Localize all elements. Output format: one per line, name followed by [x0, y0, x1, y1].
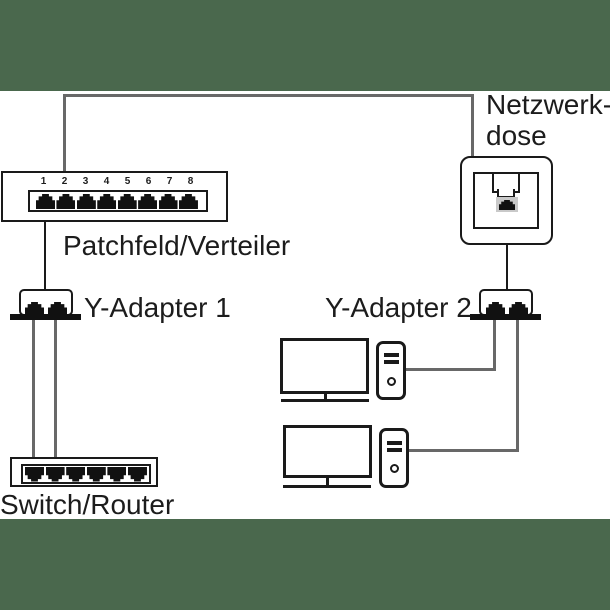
network-socket-label-line2: dose	[486, 119, 547, 151]
rj45-jack-icon	[25, 302, 44, 315]
port-number-2: 2	[61, 176, 68, 187]
tower-vent	[387, 448, 402, 452]
rj45-port-icon	[127, 466, 147, 482]
port-number-4: 4	[103, 176, 110, 187]
cable-adapter2-to-pc2-horizontal	[407, 449, 519, 452]
rj45-jack-icon	[76, 194, 96, 209]
monitor-base	[281, 399, 369, 402]
tower-vent	[384, 353, 399, 357]
monitor-screen	[280, 338, 369, 394]
cable-adapter2-to-pc2-vertical	[516, 319, 519, 452]
port-number-1: 1	[40, 176, 47, 187]
rj45-jack-icon	[117, 194, 137, 209]
monitor-stand	[324, 393, 327, 401]
cable-adapter1-to-switch-port2	[54, 319, 57, 472]
tower-power-button	[387, 377, 396, 386]
pc-tower	[376, 341, 406, 400]
patch-panel-port-strip	[28, 190, 208, 212]
tower-vent	[384, 360, 399, 364]
rj45-jack-icon	[486, 302, 505, 315]
cable-adapter1-to-switch-port1	[32, 319, 35, 472]
background-band-top	[0, 0, 610, 91]
cable-patchpanel-socket-left-drop	[63, 94, 66, 172]
background-band-bottom	[0, 519, 610, 610]
cable-adapter2-to-pc1-horizontal	[404, 368, 496, 371]
rj45-port-icon	[66, 466, 86, 482]
monitor-base	[283, 485, 371, 488]
switch-router-port-strip	[21, 464, 151, 484]
cable-patchpanel-socket-right-drop	[471, 94, 474, 157]
network-socket-jack-slot	[496, 197, 518, 212]
y-adapter-2-label: Y-Adapter 2	[325, 292, 472, 323]
monitor-stand	[326, 477, 329, 486]
switch-router	[10, 457, 158, 487]
port-number-6: 6	[145, 176, 152, 187]
y-adapter-2	[479, 289, 533, 316]
rj45-jack-icon	[97, 194, 117, 209]
rj45-jack-icon	[138, 194, 158, 209]
rj45-jack-icon	[48, 302, 67, 315]
rj45-port-icon	[25, 466, 44, 482]
port-number-8: 8	[187, 176, 194, 187]
monitor-screen	[283, 425, 372, 478]
y-adapter-1-base-bar	[10, 314, 81, 320]
port-number-3: 3	[82, 176, 89, 187]
pc-tower	[379, 428, 409, 488]
rj45-jack-icon	[509, 302, 528, 315]
rj45-port-icon	[86, 466, 106, 482]
patch-panel: 1 2 3 4 5 6 7 8	[1, 171, 228, 222]
cable-adapter2-to-pc1-vertical	[493, 319, 496, 371]
y-adapter-1-label: Y-Adapter 1	[84, 292, 231, 323]
tower-power-button	[390, 464, 399, 473]
y-adapter-1-jacks	[21, 301, 71, 315]
patch-panel-port-numbers: 1 2 3 4 5 6 7 8	[28, 176, 208, 187]
switch-router-label: Switch/Router	[0, 489, 175, 520]
cable-patchpanel-socket-horizontal	[63, 94, 474, 97]
rj45-jack-icon	[36, 194, 55, 209]
rj45-jack-icon	[158, 194, 178, 209]
rj45-port-icon	[107, 466, 127, 482]
port-number-7: 7	[166, 176, 173, 187]
cable-patchpanel-to-adapter1	[44, 200, 46, 290]
port-number-5: 5	[124, 176, 131, 187]
network-socket-label: Netzwerk- dose	[486, 89, 610, 152]
rj45-port-icon	[45, 466, 65, 482]
rj45-jack-icon	[56, 194, 76, 209]
rj45-jack-icon	[178, 194, 198, 209]
rj45-jack-icon	[499, 200, 515, 210]
y-adapter-2-jacks	[482, 301, 532, 315]
network-socket-label-line1: Netzwerk-	[486, 89, 610, 120]
patch-panel-label: Patchfeld/Verteiler	[63, 230, 291, 261]
y-adapter-1	[19, 289, 73, 316]
tower-vent	[387, 441, 402, 445]
y-adapter-2-base-bar	[470, 314, 541, 320]
cable-socket-to-adapter2	[506, 208, 508, 290]
